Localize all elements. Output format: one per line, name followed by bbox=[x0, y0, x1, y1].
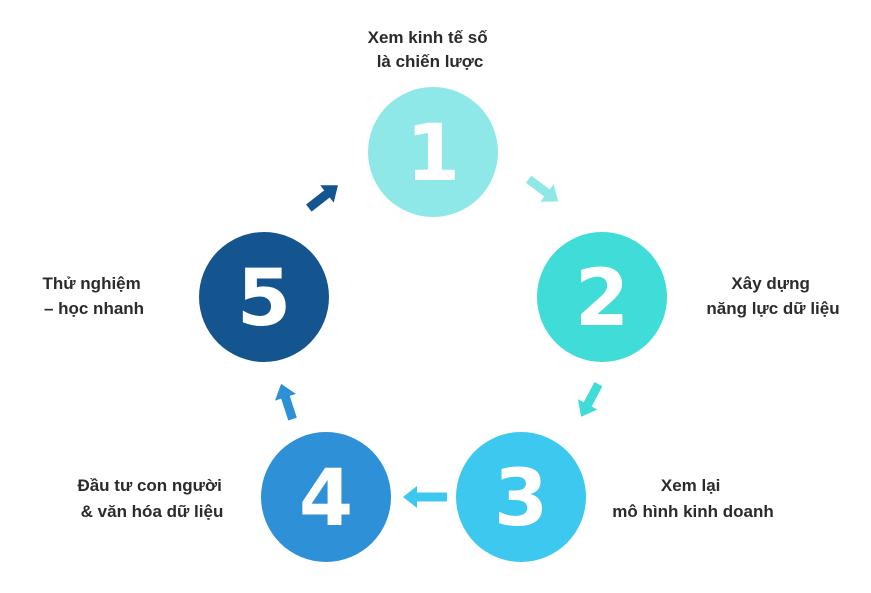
step-1: 1 Xem kinh tế số là chiến lược bbox=[368, 28, 498, 217]
step-2-label: Xây dựng năng lực dữ liệu bbox=[706, 274, 839, 318]
arrows-group bbox=[274, 175, 603, 508]
arrow-3-to-4-icon bbox=[403, 486, 447, 508]
step-1-circle bbox=[368, 87, 498, 217]
step-4-label-line-2: & văn hóa dữ liệu bbox=[81, 502, 224, 521]
step-3: 3 Xem lại mô hình kinh doanh bbox=[456, 432, 774, 562]
step-5-label: Thử nghiệm – học nhanh bbox=[43, 274, 146, 318]
step-1-number: 1 bbox=[406, 109, 460, 199]
step-1-label: Xem kinh tế số là chiến lược bbox=[368, 28, 493, 71]
step-3-number: 3 bbox=[494, 454, 548, 544]
step-5-number: 5 bbox=[237, 254, 291, 344]
step-5-circle bbox=[199, 232, 329, 362]
step-2-label-line-1: Xây dựng bbox=[731, 274, 809, 293]
step-5-label-line-2: – học nhanh bbox=[44, 299, 144, 318]
step-4-circle bbox=[261, 432, 391, 562]
step-5-label-line-1: Thử nghiệm bbox=[43, 274, 141, 293]
step-1-label-line-1: Xem kinh tế số bbox=[368, 28, 488, 47]
step-2-circle bbox=[537, 232, 667, 362]
arrow-2-to-3-icon bbox=[577, 381, 603, 417]
step-3-circle bbox=[456, 432, 586, 562]
step-2-label-line-2: năng lực dữ liệu bbox=[706, 299, 839, 318]
arrow-5-to-1-icon bbox=[306, 185, 338, 212]
arrow-4-to-5-icon bbox=[274, 383, 297, 421]
step-4-label: Đầu tư con người & văn hóa dữ liệu bbox=[77, 476, 226, 521]
step-5: 5 Thử nghiệm – học nhanh bbox=[43, 232, 329, 362]
step-3-label-line-1: Xem lại bbox=[661, 476, 721, 495]
step-2: 2 Xây dựng năng lực dữ liệu bbox=[537, 232, 840, 362]
step-3-label-line-2: mô hình kinh doanh bbox=[612, 502, 773, 521]
step-4: 4 Đầu tư con người & văn hóa dữ liệu bbox=[77, 432, 391, 562]
step-2-number: 2 bbox=[575, 254, 629, 344]
step-4-number: 4 bbox=[299, 454, 353, 544]
step-3-label: Xem lại mô hình kinh doanh bbox=[612, 476, 773, 521]
step-4-label-line-1: Đầu tư con người bbox=[77, 476, 221, 495]
arrow-1-to-2-icon bbox=[525, 175, 559, 202]
step-1-label-line-2: là chiến lược bbox=[377, 52, 484, 71]
